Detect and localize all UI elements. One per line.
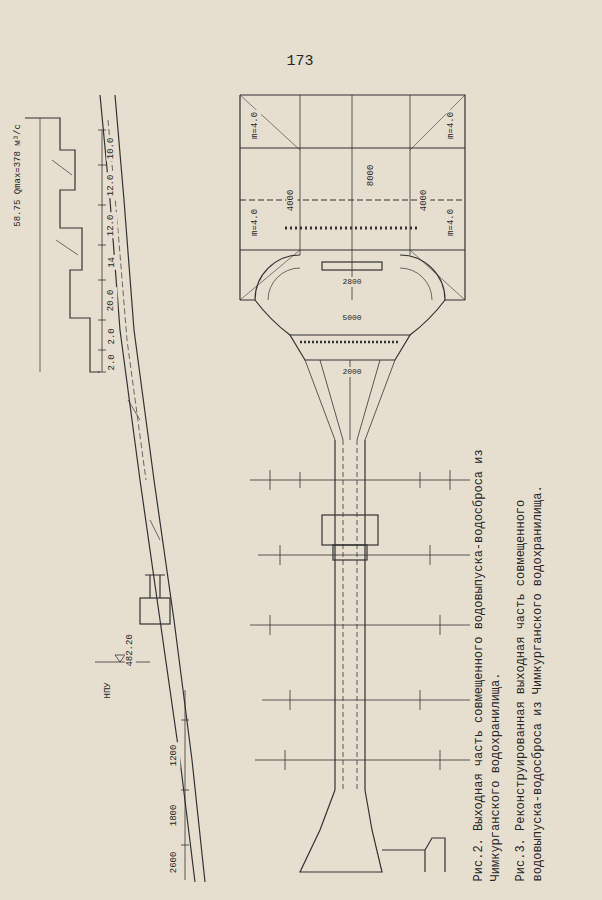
dimension: 12.0 <box>107 212 118 238</box>
dimension: 2800 <box>340 277 363 287</box>
slope-label: m=4.0 <box>251 206 262 237</box>
conduit-line <box>115 95 205 882</box>
slope-label: m=4.0 <box>251 109 262 140</box>
figure-caption: Рис.2. Выходная часть совмещенного водов… <box>471 419 506 881</box>
dimension: 4000 <box>287 187 298 213</box>
dimension: 2.0 <box>107 352 118 372</box>
hatch <box>128 400 160 540</box>
dentate-row <box>285 227 420 230</box>
basin-axis <box>240 199 465 200</box>
conduit-inner <box>343 440 357 790</box>
page-number: 173 <box>284 53 315 71</box>
dimension: 5000 <box>340 313 363 323</box>
gate-chamber <box>322 515 378 545</box>
dimension: 1200 <box>170 742 181 768</box>
basin-line <box>240 148 465 250</box>
dimension: 10.0 <box>107 135 118 161</box>
wing-arc <box>268 268 432 300</box>
throat <box>290 335 410 360</box>
inlet-wall <box>382 838 445 872</box>
tick <box>270 470 450 770</box>
conduit <box>335 440 365 790</box>
contour <box>250 480 470 760</box>
profile-view <box>25 95 205 882</box>
gate-tower <box>140 598 170 624</box>
elevation: 482.20 <box>125 632 136 668</box>
dimension: 14 <box>107 255 118 270</box>
dimension: 8000 <box>367 162 378 188</box>
level-label: НПУ <box>103 680 114 700</box>
dimension: 20.0 <box>107 287 118 313</box>
dimension: 12.0 <box>107 172 118 198</box>
dimension: 2000 <box>340 367 363 377</box>
figure-caption: Рис.3. Реконструированная выходная часть… <box>513 419 548 881</box>
inlet <box>300 790 382 872</box>
dimension: 2.0 <box>107 326 118 346</box>
discharge-note: 58.75 Qmax=378 м³/с <box>13 122 24 229</box>
dimension: 1800 <box>170 802 181 828</box>
slope-line <box>240 95 465 300</box>
funnel <box>305 360 395 440</box>
dimension-line <box>98 130 106 372</box>
gate-tower <box>145 575 165 598</box>
sill <box>322 262 382 270</box>
dimension: 2600 <box>170 849 181 875</box>
level-mark <box>95 655 150 662</box>
ground-line <box>100 95 195 882</box>
basin-wall <box>300 95 410 300</box>
slope-label: m=4.0 <box>447 206 458 237</box>
basin-outline <box>240 95 465 300</box>
slope-label: m=4.0 <box>447 109 458 140</box>
section-detail <box>40 118 78 372</box>
plan-view <box>240 95 470 872</box>
wing-wall <box>255 300 445 335</box>
section-outline <box>25 118 100 372</box>
baffle-row <box>300 341 400 344</box>
gate <box>333 545 367 560</box>
wing-arc <box>240 255 465 300</box>
dimension: 4000 <box>420 187 431 213</box>
dimension-line <box>181 690 189 880</box>
